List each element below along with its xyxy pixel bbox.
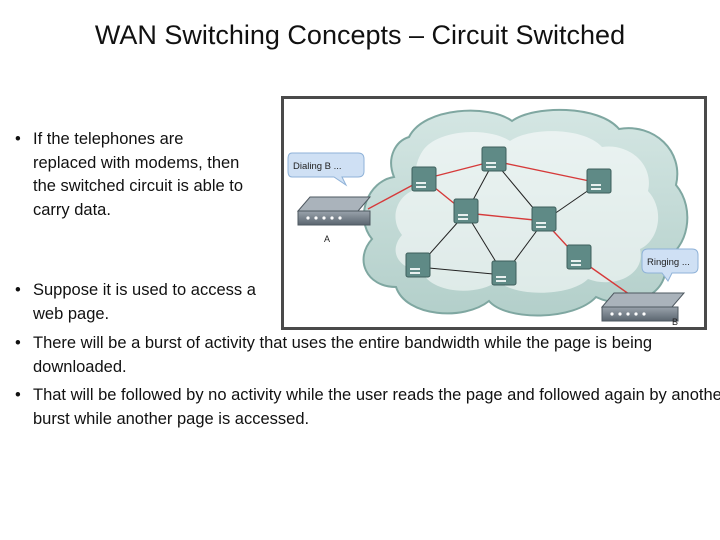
slide-title: WAN Switching Concepts – Circuit Switche… <box>94 20 626 50</box>
wan-switch-icon <box>566 244 592 270</box>
wan-switch-icon <box>586 168 612 194</box>
modem-a-icon <box>296 196 372 226</box>
wan-cloud <box>362 108 689 317</box>
bullet-text: If the telephones are replaced with mode… <box>33 130 244 219</box>
bullet-item: • There will be a burst of activity that … <box>15 332 720 379</box>
network-link <box>417 266 505 276</box>
bullet-marker: • <box>15 386 21 404</box>
bullet-text: That will be followed by no activity whi… <box>33 386 720 428</box>
wan-switch-icon <box>531 206 557 232</box>
ringing-callout-text: Ringing ... <box>647 257 690 268</box>
ringing-callout: Ringing ... <box>641 248 699 282</box>
bullet-item: • If the telephones are replaced with mod… <box>15 128 248 222</box>
bullet-marker: • <box>15 130 21 148</box>
circuit-switching-diagram: A B Dialing B ... Ringing ... <box>281 96 707 330</box>
network-diagram-svg: A B Dialing B ... Ringing ... <box>287 108 699 327</box>
dialing-callout-text: Dialing B ... <box>293 161 342 172</box>
modem-b-label: B <box>672 317 678 327</box>
modem-b-icon <box>600 292 686 322</box>
wan-switch-icon <box>453 198 479 224</box>
bullet-text: There will be a burst of activity that u… <box>33 334 653 376</box>
wan-switches <box>405 146 612 286</box>
bullet-text: Suppose it is used to access a web page. <box>33 281 256 323</box>
wan-switch-icon <box>491 260 517 286</box>
circuit-segment <box>493 160 600 184</box>
bullet-item: • That will be followed by no activity wh… <box>15 384 720 431</box>
bullet-marker: • <box>15 281 21 299</box>
wan-switch-icon <box>481 146 507 172</box>
wan-switch-icon <box>411 166 437 192</box>
bullet-item: • Suppose it is used to access a web page… <box>15 279 258 326</box>
modem-a-label: A <box>324 234 330 244</box>
bullet-marker: • <box>15 334 21 352</box>
wan-switch-icon <box>405 252 431 278</box>
dialing-callout: Dialing B ... <box>287 152 365 187</box>
circuit-segment <box>465 212 545 222</box>
